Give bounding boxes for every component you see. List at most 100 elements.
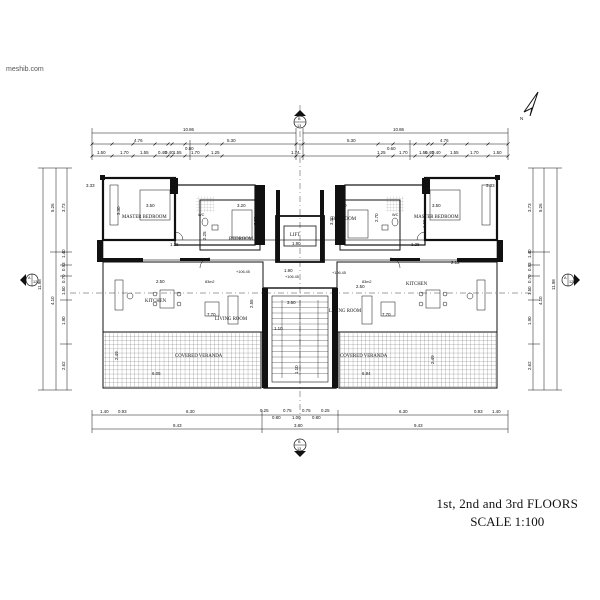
north-arrow-icon: N bbox=[520, 91, 539, 121]
dim-interior-27: 1.55 bbox=[422, 219, 427, 228]
dim-interior-23: 7.70 bbox=[382, 312, 391, 317]
veranda-right-tiles bbox=[340, 333, 496, 387]
dimension-tick bbox=[430, 154, 434, 158]
dimension-tick bbox=[391, 154, 395, 158]
dimension-lines-right bbox=[528, 167, 562, 391]
dim-interior-22: 2.50 bbox=[356, 284, 365, 289]
dimension-ticks-top bbox=[90, 142, 510, 158]
dim-interior-20: 1.25 bbox=[411, 242, 420, 247]
dim-interior-26: 1.10 bbox=[294, 365, 299, 374]
dimension-tick bbox=[294, 142, 298, 146]
dim-top-row2-9: 1.25 bbox=[377, 150, 386, 155]
dimension-tick bbox=[376, 142, 380, 146]
dim-interior-17: 2.70 bbox=[374, 213, 379, 222]
dimension-tick bbox=[506, 154, 510, 158]
dim-side-left-7: 4.10 bbox=[50, 296, 55, 305]
furniture bbox=[109, 184, 491, 325]
dim-interior-24: 2.49 bbox=[430, 355, 435, 364]
dim-interior-8: 1.90 bbox=[284, 268, 293, 273]
dim-interior-3: 1.25 bbox=[170, 242, 179, 247]
dim-interior-13: 2.55 bbox=[249, 299, 254, 308]
dimension-tick bbox=[413, 154, 417, 158]
dimension-tick bbox=[391, 142, 395, 146]
bath-left-tiles bbox=[196, 196, 214, 212]
room-wc-right: WC bbox=[392, 213, 399, 217]
dimension-tick bbox=[486, 154, 490, 158]
dimension-tick bbox=[506, 142, 510, 146]
dim-top-row2-3: 0.40 bbox=[158, 150, 167, 155]
drawing-caption: 1st, 2nd and 3rd FLOORS SCALE 1:100 bbox=[437, 496, 578, 530]
room-living-right: LIVING ROOM bbox=[329, 309, 362, 314]
veranda-left-tiles bbox=[104, 333, 260, 387]
staircase bbox=[281, 300, 319, 378]
dimension-tick bbox=[294, 154, 298, 158]
section-top-sheet: 13 bbox=[297, 124, 301, 128]
room-living-left: LIVING ROOM bbox=[215, 317, 248, 322]
dim-interior-11: 2.49 bbox=[114, 351, 119, 360]
room-master-bedroom-left: MASTER BEDROOM bbox=[122, 215, 167, 220]
dim-top-row2-6: 1.70 bbox=[191, 150, 200, 155]
dimension-tick bbox=[166, 142, 170, 146]
dimension-tick bbox=[110, 154, 114, 158]
dim-side-right-1: 3.73 bbox=[527, 203, 532, 212]
dimension-tick bbox=[465, 142, 469, 146]
dimension-tick bbox=[220, 154, 224, 158]
dimension-tick bbox=[301, 154, 305, 158]
dimension-tick bbox=[205, 142, 209, 146]
area-right: 83m2 bbox=[362, 280, 372, 284]
watermark: meshib.com bbox=[6, 66, 44, 73]
dim-bottom-row1-0: 1.40 bbox=[100, 409, 109, 414]
bath-right-tiles bbox=[386, 196, 404, 212]
dim-top-overall-left: 10.86 bbox=[183, 127, 195, 132]
dim-interior-5: 2.25 bbox=[202, 231, 207, 240]
dim-bottom-row1-3: 0.25 bbox=[260, 408, 269, 413]
dim-interior-6: 3.30 bbox=[253, 216, 258, 225]
dim-side-left-5: 0.70 bbox=[61, 274, 66, 283]
dim-bottom-row2-a: 9.43 bbox=[173, 423, 182, 428]
dimension-tick bbox=[465, 154, 469, 158]
dim-top-row2-15: 1.70 bbox=[470, 150, 479, 155]
dim-side-right-4: 0.93 bbox=[527, 262, 532, 271]
room-veranda-right: COVERED VERANDA bbox=[340, 354, 388, 359]
structural-columns bbox=[97, 175, 503, 388]
room-bedroom-left: BEDROOM bbox=[229, 237, 254, 242]
dimension-tick bbox=[131, 154, 135, 158]
dim-top-row1-a: 4.76 bbox=[134, 138, 143, 143]
dimension-tick bbox=[90, 142, 94, 146]
dim-interior-7: 1.90 bbox=[292, 241, 301, 246]
dimension-tick bbox=[166, 154, 170, 158]
dim-side-right-0: 5.26 bbox=[538, 203, 543, 212]
dim-top-small-0: 0.60 bbox=[185, 146, 194, 151]
area-left: 83m2 bbox=[205, 280, 215, 284]
dim-top-row1-d: 4.76 bbox=[440, 138, 449, 143]
dim-interior-1: 3.50 bbox=[146, 203, 155, 208]
dim-interior: 3.333.503.301.253.202.253.301.901.902.50… bbox=[86, 183, 495, 376]
stair-steps bbox=[272, 301, 328, 374]
dimension-tick bbox=[110, 142, 114, 146]
dimension-tick bbox=[153, 142, 157, 146]
dimension-tick bbox=[443, 154, 447, 158]
dim-interior-16: 3.20 bbox=[338, 203, 347, 208]
dim-side-right-5: 0.70 bbox=[527, 274, 532, 283]
dim-interior-2: 3.30 bbox=[116, 206, 121, 215]
section-marker-bottom: B 13 bbox=[293, 438, 307, 457]
dim-bottom-row1-11: 0.93 bbox=[474, 409, 483, 414]
dim-interior-9: 2.50 bbox=[156, 279, 165, 284]
section-top-letter: B bbox=[298, 117, 301, 121]
dim-side-right-6: 1.50 bbox=[527, 286, 532, 295]
dim-bottom-row1-7: 0.75 bbox=[302, 408, 311, 413]
dim-top-row2-5: 1.55 bbox=[173, 150, 182, 155]
dim-interior-15: 3.50 bbox=[287, 300, 296, 305]
dimension-tick bbox=[301, 142, 305, 146]
dim-interior-10: 7.70 bbox=[207, 312, 216, 317]
dim-interior-19: 3.30 bbox=[329, 216, 334, 225]
dimension-tick bbox=[205, 154, 209, 158]
section-bottom-sheet: 13 bbox=[297, 447, 301, 451]
dim-top-row2-11: 1.55 bbox=[419, 150, 428, 155]
dim-bottom-row1-6: 1.00 bbox=[292, 415, 301, 420]
dimension-tick bbox=[220, 142, 224, 146]
dimension-tick bbox=[90, 154, 94, 158]
dim-side-right-9: 2.62 bbox=[527, 361, 532, 370]
